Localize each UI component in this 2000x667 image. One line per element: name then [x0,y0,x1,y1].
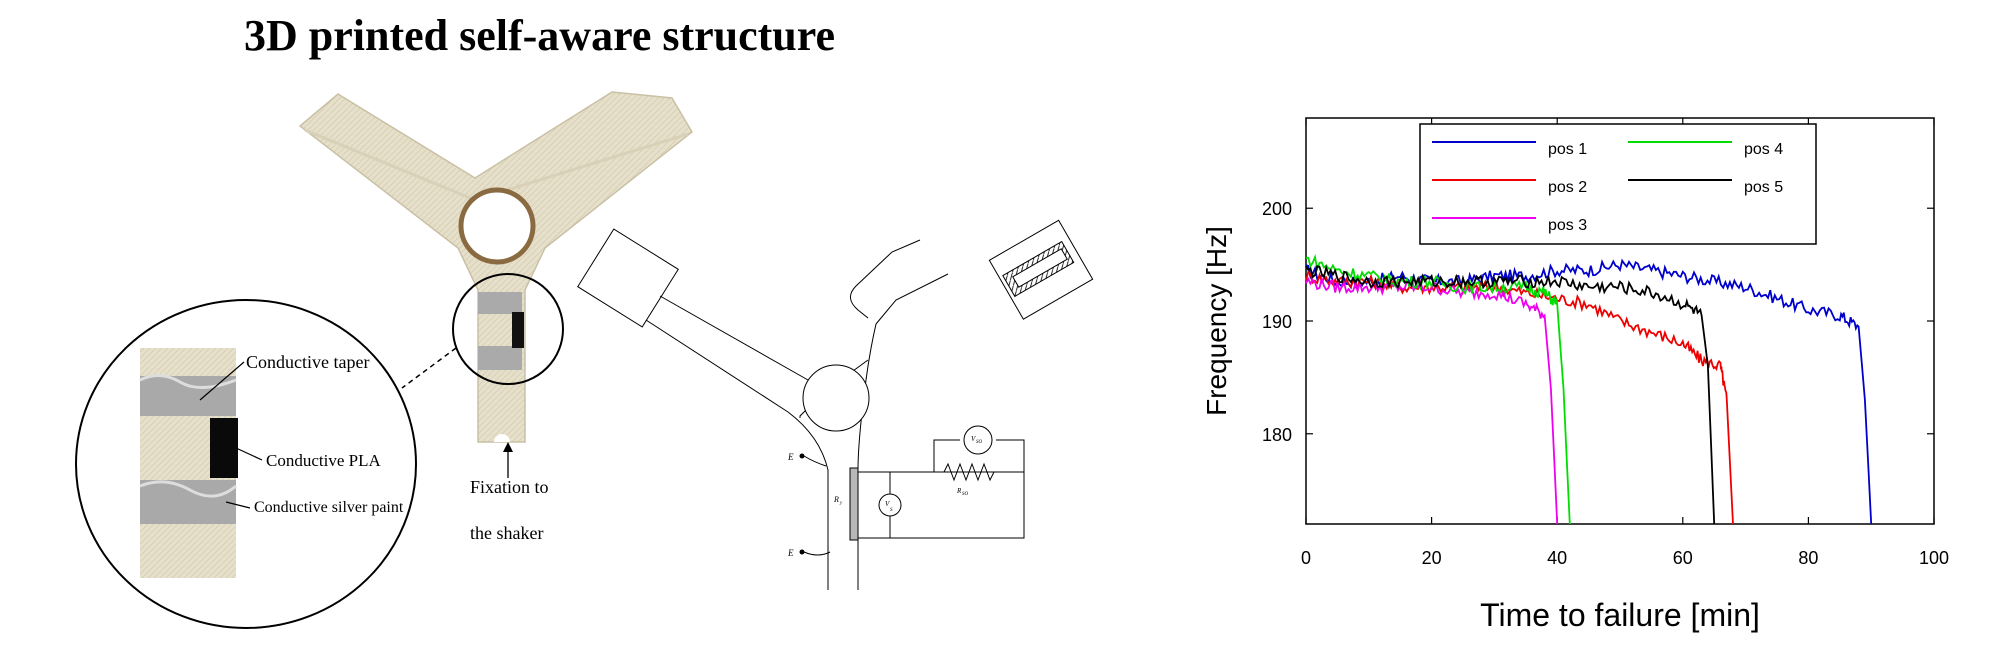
leader-taper [199,361,245,401]
legend-label: pos 3 [1548,217,1587,234]
y-specimen-schematic [577,219,1094,590]
series-line-pos-1 [1305,258,1873,525]
x-axis-label: Time to failure [min] [1480,597,1760,633]
label-conductive-pla: Conductive PLA [266,451,381,470]
series-line-pos-4 [1306,253,1571,525]
legend-label: pos 4 [1744,141,1783,158]
highlight-circle [452,273,564,385]
specimen-resistor-sub: y [839,501,843,506]
series-line-pos-5 [1305,264,1716,525]
x-tick-label: 0 [1301,548,1311,568]
silver-paint-lower [478,346,522,370]
legend-label: pos 2 [1548,179,1587,196]
x-tick-label: 20 [1422,548,1442,568]
legend-label: pos 1 [1548,141,1587,158]
leader-silver-paint [225,501,251,509]
conductive-pla-strip [512,312,524,348]
specimen-illustration: Conductive taper Conductive PLA Conducti… [75,91,1094,629]
ref-voltmeter-label: V [971,435,976,443]
y-tick-label: 190 [1262,312,1292,332]
y-tick-label: 200 [1262,199,1292,219]
ref-resistor-label: R [956,487,962,495]
y-tick-label: 180 [1262,425,1292,445]
x-tick-label: 100 [1919,548,1949,568]
x-tick-label: 80 [1798,548,1818,568]
voltmeter-label: V [885,500,890,508]
legend: pos 1 pos 2 pos 3 pos 4 pos 5 [1419,123,1817,245]
leader-pla [235,447,263,461]
series-lines [1305,253,1873,525]
y-specimen-photo [298,91,693,443]
y-axis-label: Frequency [Hz] [1201,226,1232,416]
ref-resistor-sub: SO [962,492,969,497]
series-line-pos-3 [1305,275,1559,525]
silver-paint-upper [478,292,522,314]
x-tick-label: 40 [1547,548,1567,568]
zoom-detail [75,299,417,629]
figure-title: 3D printed self-aware structure [244,11,836,60]
label-fixation-line1: Fixation to [470,477,549,497]
label-fixation-line2: the shaker [470,523,543,543]
zoom-connector [401,347,457,389]
series-line-pos-2 [1305,270,1734,525]
legend-label: pos 5 [1744,179,1783,196]
voltmeter-sub: S [890,508,893,513]
label-conductive-silver-paint: Conductive silver paint [254,499,404,516]
x-tick-label: 60 [1673,548,1693,568]
terminal-bottom-label: E [787,548,794,558]
label-conductive-taper: Conductive taper [246,352,369,372]
specimen-resistor-label: R [833,495,839,504]
legend-box [1419,123,1817,245]
terminal-top-label: E [787,452,794,462]
axis-ticks: 0 20 40 60 80 100 180 190 200 [1262,118,1949,568]
ref-voltmeter-sub: SO [976,440,983,445]
